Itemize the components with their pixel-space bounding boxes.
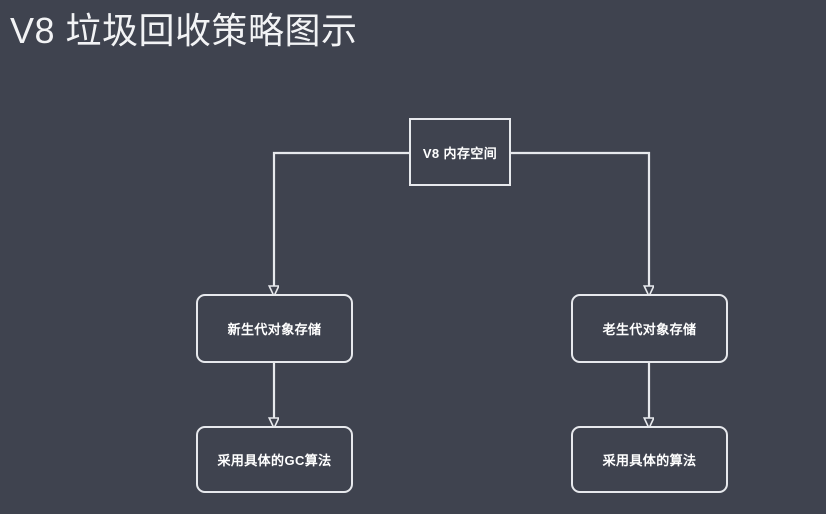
edge-root-to-old (511, 151, 649, 286)
node-young-generation-storage[interactable]: 新生代对象存储 (196, 294, 353, 363)
node-label: 采用具体的算法 (602, 453, 697, 468)
edge-root-to-young (274, 151, 409, 286)
node-label: 新生代对象存储 (227, 322, 322, 337)
page-title: V8 垃圾回收策略图示 (10, 10, 358, 51)
node-label: V8 内存空间 (422, 145, 498, 161)
node-old-gc-algorithm[interactable]: 采用具体的算法 (571, 426, 728, 493)
node-label: 老生代对象存储 (602, 322, 697, 337)
node-v8-memory-space[interactable]: V8 内存空间 (409, 118, 511, 186)
node-young-gc-algorithm[interactable]: 采用具体的GC算法 (196, 426, 353, 493)
node-old-generation-storage[interactable]: 老生代对象存储 (571, 294, 728, 363)
node-label: 采用具体的GC算法 (217, 453, 332, 468)
